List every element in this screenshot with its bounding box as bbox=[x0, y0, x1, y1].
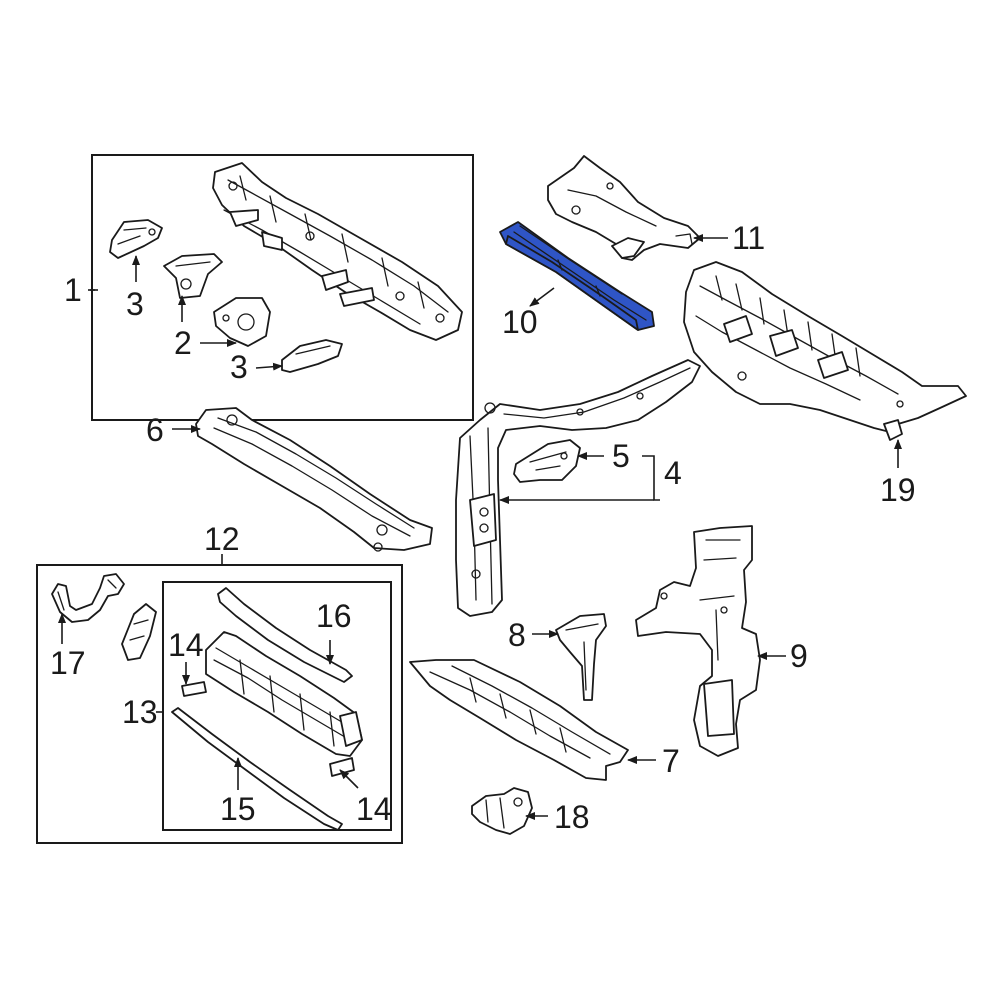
callout-13: 13 bbox=[122, 694, 158, 730]
part-2-bracket-a[interactable] bbox=[163, 253, 223, 299]
part-11-shield[interactable] bbox=[547, 155, 701, 261]
part-10-air-guide[interactable] bbox=[499, 221, 655, 331]
callout-8: 8 bbox=[508, 617, 526, 653]
callout-12: 12 bbox=[204, 521, 240, 557]
part-2-bracket-b[interactable] bbox=[213, 297, 271, 347]
group-box-1 bbox=[91, 154, 474, 421]
part-18-sensor[interactable] bbox=[471, 787, 533, 835]
part-17-sensor-harness[interactable] bbox=[51, 573, 125, 623]
part-7-undercover[interactable] bbox=[409, 659, 629, 781]
callout-18: 18 bbox=[554, 799, 590, 835]
leader-lines bbox=[58, 234, 902, 820]
part-17-clip[interactable] bbox=[121, 603, 157, 661]
group-box-13 bbox=[162, 581, 392, 831]
callout-7: 7 bbox=[662, 743, 680, 779]
callout-17: 17 bbox=[50, 645, 86, 681]
part-9-side-air-guide[interactable] bbox=[635, 525, 761, 757]
part-6-crossmember[interactable] bbox=[195, 407, 433, 552]
callout-11: 11 bbox=[732, 220, 765, 256]
part-16-upper-seal[interactable] bbox=[217, 587, 353, 683]
part-4-side-support[interactable] bbox=[455, 359, 701, 617]
callout-4: 4 bbox=[664, 455, 682, 491]
part-1-support-beam[interactable] bbox=[212, 162, 463, 341]
callout-19: 19 bbox=[880, 472, 916, 508]
callout-3-lower: 3 bbox=[230, 349, 248, 385]
part-10-lower-flange[interactable] bbox=[505, 235, 639, 331]
part-15-lower-seal[interactable] bbox=[171, 707, 343, 831]
part-3-bracket-upper[interactable] bbox=[109, 219, 163, 259]
callout-3-upper: 3 bbox=[126, 286, 144, 322]
callout-16: 16 bbox=[316, 598, 352, 634]
callout-labels: 1 3 2 3 6 10 11 19 5 4 8 9 7 18 12 17 14… bbox=[50, 220, 916, 835]
callout-14-upper: 14 bbox=[168, 627, 204, 663]
callout-6: 6 bbox=[146, 412, 164, 448]
part-5-bracket[interactable] bbox=[513, 439, 581, 483]
part-8-bracket[interactable] bbox=[555, 613, 607, 701]
callout-15: 15 bbox=[220, 791, 256, 827]
part-14-seal-a[interactable] bbox=[181, 681, 207, 697]
callout-1: 1 bbox=[64, 272, 82, 308]
callout-10: 10 bbox=[502, 304, 538, 340]
group-box-12 bbox=[36, 564, 403, 844]
part-14-seal-b[interactable] bbox=[329, 757, 355, 777]
callout-2: 2 bbox=[174, 325, 192, 361]
callout-9: 9 bbox=[790, 638, 808, 674]
part-19-front-module[interactable] bbox=[683, 261, 967, 441]
part-3-bracket-lower[interactable] bbox=[281, 339, 343, 373]
callout-14-lower: 14 bbox=[356, 791, 392, 827]
callout-5: 5 bbox=[612, 438, 630, 474]
part-13-shutter[interactable] bbox=[205, 631, 363, 757]
